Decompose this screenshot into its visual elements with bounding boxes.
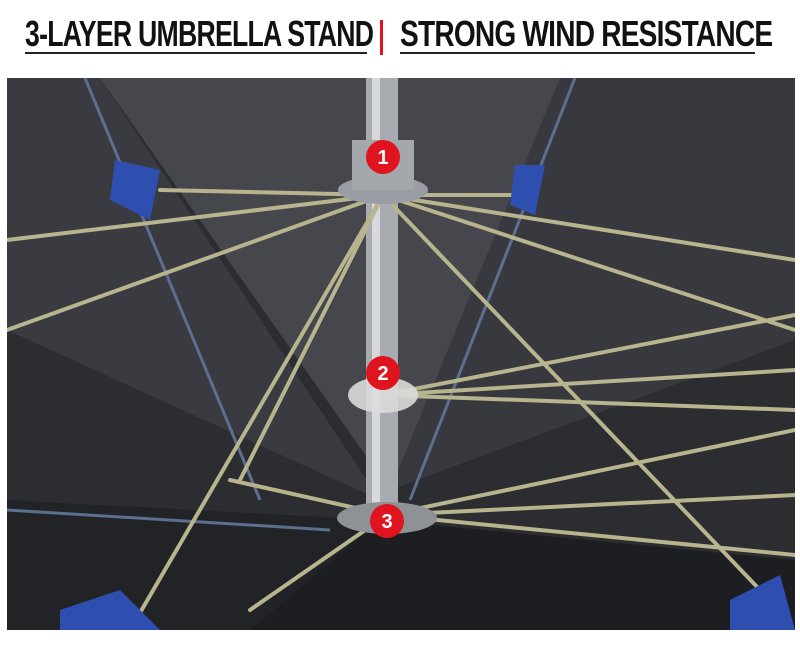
- title-divider: [380, 20, 383, 55]
- title-umbrella-stand: 3-LAYER UMBRELLA STAND: [25, 13, 374, 54]
- blue-clips: [60, 160, 795, 630]
- badge-1: 1: [366, 140, 400, 174]
- badge-3: 3: [370, 504, 404, 538]
- umbrella-photo: 1 2 3: [7, 78, 795, 630]
- title-underline: [25, 52, 367, 54]
- badge-2: 2: [366, 356, 400, 390]
- svg-text:3: 3: [381, 511, 392, 533]
- title-underline: [400, 52, 755, 54]
- svg-text:1: 1: [377, 147, 388, 169]
- title-wind-resistance: STRONG WIND RESISTANCE: [400, 13, 773, 54]
- svg-text:2: 2: [377, 363, 388, 385]
